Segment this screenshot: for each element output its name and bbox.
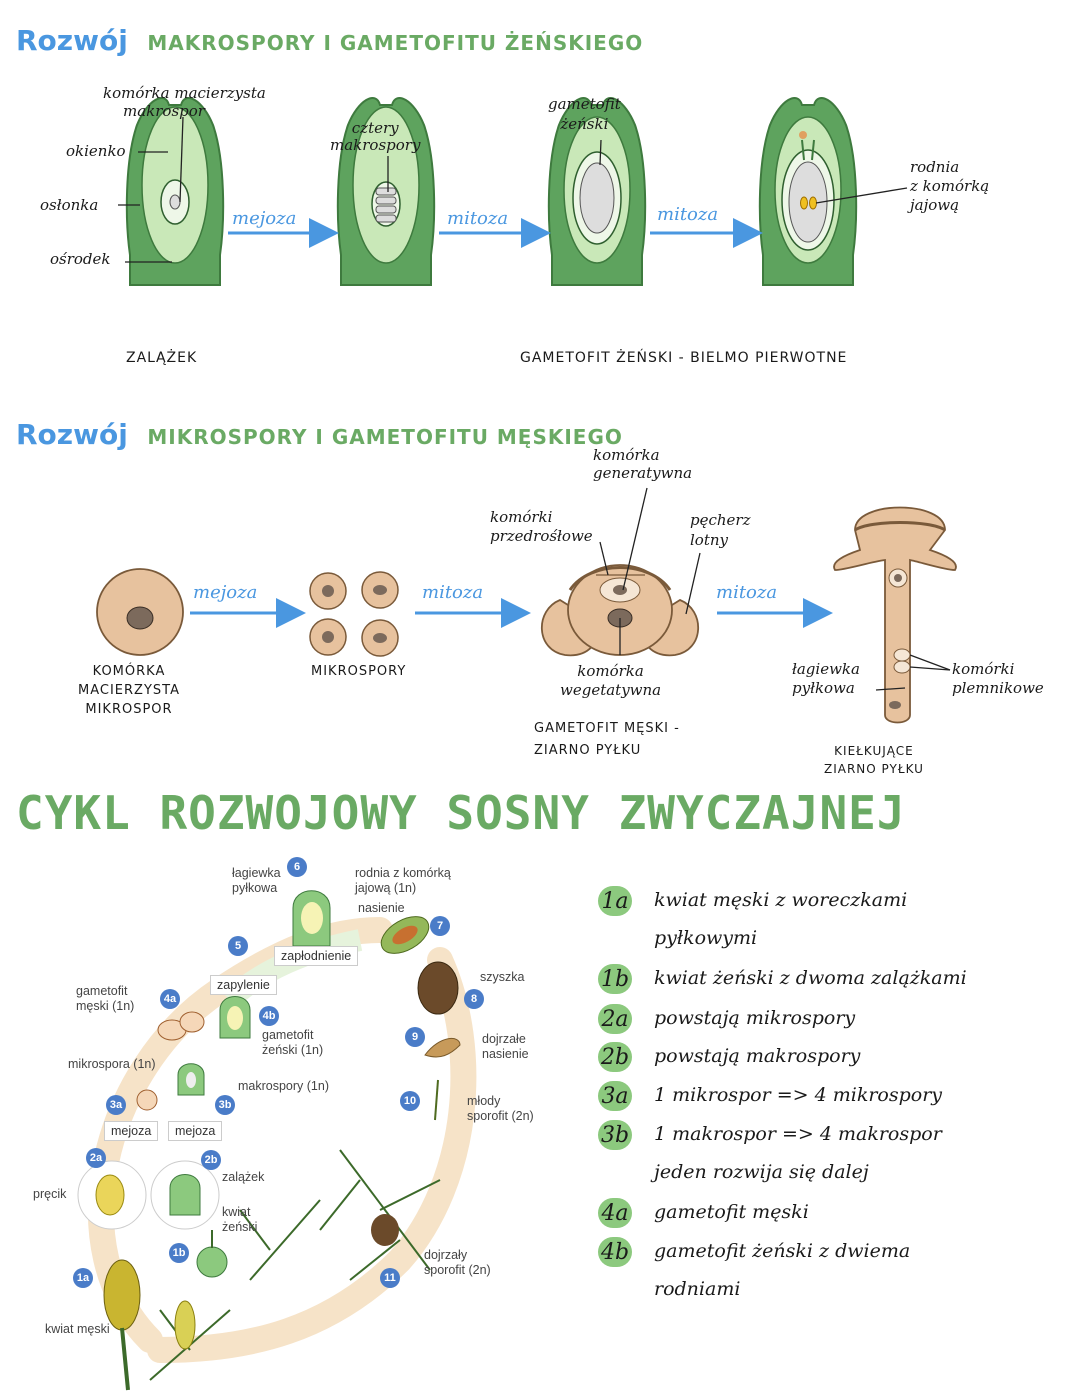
- label-four-megaspores: cztery makrospory: [330, 119, 421, 154]
- pollen-grain: [540, 564, 700, 657]
- cycle-badge-8: 8: [464, 989, 484, 1009]
- cycle-label-seed: nasienie: [358, 901, 405, 915]
- cycle-label-meiosis-b: mejoza: [168, 1121, 223, 1141]
- legend-row-3a: 3a 1 mikrospor => 4 mikrospory: [598, 1081, 942, 1114]
- cycle-label-fertilization: zapłodnienie: [274, 946, 359, 966]
- arrow-label-micro-mitosis-2: mitoza: [716, 582, 778, 603]
- caption-female-gametophyte: GAMETOFIT ŻEŃSKI - BIELMO PIERWOTNE: [520, 350, 848, 366]
- micro-section-title: Rozwój MIKROSPORY I GAMETOFITU MĘSKIEGO: [16, 418, 623, 451]
- caption-microspores: MIKROSPORY: [311, 664, 407, 679]
- arrow-label-mitosis-1: mitoza: [447, 208, 509, 229]
- label-prothallial-cells: komórki przedrośłowe: [490, 508, 593, 545]
- arrow-label-micro-meiosis: mejoza: [193, 582, 258, 603]
- caption-ovule: ZALĄŻEK: [126, 350, 198, 366]
- label-generative-cell: komórka generatywna: [593, 446, 693, 482]
- label-female-gametophyte: gametofit żeński: [548, 95, 621, 133]
- label-pollen-tube: łagiewka pyłkowa: [792, 660, 860, 697]
- arrow-label-meiosis: mejoza: [232, 208, 297, 229]
- macro-diagram: [118, 97, 908, 286]
- cycle-label-pollination: zapylenie: [210, 975, 277, 995]
- legend-row-2b: 2b powstają makrospory: [598, 1042, 860, 1075]
- cycle-title: CYKL ROZWOJOWY SOSNY ZWYCZAJNEJ: [16, 786, 906, 840]
- arrow-label-mitosis-2: mitoza: [657, 204, 719, 225]
- cycle-badge-3b: 3b: [215, 1095, 235, 1115]
- cycle-badge-9: 9: [405, 1027, 425, 1047]
- label-integument: osłonka: [40, 196, 99, 214]
- ovule-3: [547, 97, 647, 286]
- cycle-badge-6: 6: [287, 857, 307, 877]
- cycle-label-cone: szyszka: [480, 970, 525, 984]
- arrow-label-micro-mitosis-1: mitoza: [422, 582, 484, 603]
- cycle-badge-5: 5: [228, 936, 248, 956]
- caption-male-gametophyte: GAMETOFIT MĘSKI - ZIARNO PYŁKU: [534, 721, 680, 758]
- cycle-badge-11: 11: [380, 1268, 400, 1288]
- label-vegetative-cell: komórka wegetatywna: [560, 662, 662, 699]
- cycle-badge-2b: 2b: [201, 1150, 221, 1170]
- cycle-label-ovule: zalążek: [222, 1170, 265, 1184]
- microspores-four: [309, 571, 399, 657]
- caption-mother-cell: KOMÓRKA MACIERZYSTA MIKROSPOR: [78, 664, 180, 717]
- cycle-badge-4a: 4a: [160, 989, 180, 1009]
- label-sperm-cells: komórki plemnikowe: [952, 660, 1044, 697]
- cycle-badge-3a: 3a: [106, 1095, 126, 1115]
- cycle-label-megaspores: makrospory (1n): [238, 1079, 329, 1093]
- legend-row-2a: 2a powstają mikrospory: [598, 1004, 855, 1037]
- micro-diagram: [96, 487, 957, 724]
- germinating-pollen: [833, 506, 957, 724]
- label-archegonium: rodnia z komórką jajową: [910, 158, 990, 214]
- cycle-badge-2a: 2a: [86, 1148, 106, 1168]
- cycle-diagram: [77, 890, 477, 1391]
- cycle-label-meiosis-a: mejoza: [104, 1121, 159, 1141]
- cycle-badge-1a: 1a: [73, 1268, 93, 1288]
- ovule-1: [125, 97, 225, 286]
- macro-section-title: Rozwój MAKROSPORY I GAMETOFITU ŻEŃSKIEGO: [16, 24, 644, 57]
- cycle-badge-7: 7: [430, 916, 450, 936]
- label-mother-cell: komórka macierzysta makrospor: [103, 84, 266, 120]
- legend-row-1b: 1b kwiat żeński z dwoma zalążkami: [598, 964, 967, 997]
- label-air-sac: pęcherz lotny: [690, 511, 751, 549]
- label-micropyle: okienko: [66, 142, 126, 160]
- label-nucellus: ośrodek: [50, 250, 111, 268]
- cycle-badge-4b: 4b: [259, 1006, 279, 1026]
- legend-row-4a: 4a gametofit męski: [598, 1198, 809, 1231]
- cycle-badge-1b: 1b: [169, 1243, 189, 1263]
- cycle-label-stamen: pręcik: [33, 1187, 67, 1201]
- ovule-4: [758, 97, 858, 286]
- cycle-label-male-flower: kwiat męski: [45, 1322, 110, 1336]
- ovule-2: [336, 97, 436, 286]
- cycle-label-microspore: mikrospora (1n): [68, 1057, 156, 1071]
- cycle-badge-10: 10: [400, 1091, 420, 1111]
- caption-germinating-pollen: KIEŁKUJĄCE ZIARNO PYŁKU: [824, 744, 924, 776]
